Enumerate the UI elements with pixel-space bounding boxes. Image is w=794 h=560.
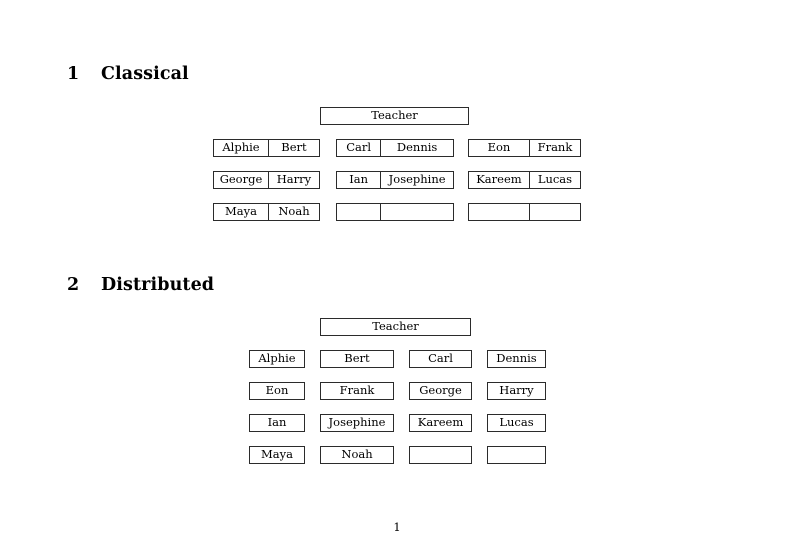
distributed-cell-box-empty [409,446,472,464]
student-cell: Harry [267,172,319,188]
student-cell: George [219,172,263,187]
distributed-cell-box: Lucas [487,414,546,432]
student-cell: Dennis [496,351,537,366]
student-cell: Alphie [222,140,260,155]
section-title: Distributed [101,275,215,295]
section-title: Classical [101,64,189,84]
classical-row: George Harry [213,171,320,189]
distributed-cell-box: Harry [487,382,546,400]
student-cell: Frank [528,140,580,156]
classical-row: Alphie Bert [213,139,320,157]
student-cell: Maya [261,447,293,462]
section-heading-distributed: 2 Distributed [67,275,214,295]
classical-teacher-label: Teacher [371,108,418,123]
classical-row: Carl Dennis [336,139,454,157]
student-cell: Harry [499,383,534,398]
classical-teacher-box: Teacher [320,107,469,125]
student-cell: Lucas [528,172,580,188]
classical-row: Kareem Lucas [468,171,581,189]
student-cell: Frank [339,383,375,398]
distributed-cell-box: Alphie [249,350,305,368]
section-heading-classical: 1 Classical [67,64,189,84]
section-number: 2 [67,275,80,295]
student-cell: Josephine [328,415,386,430]
student-cell: Bert [344,351,370,366]
student-cell-empty [488,447,545,463]
student-cell: Maya [224,204,257,219]
distributed-cell-box-empty [487,446,546,464]
classical-row: Ian Josephine [336,171,454,189]
student-cell-empty [528,204,580,220]
student-cell: Ian [349,172,369,187]
student-cell-empty [337,204,380,220]
distributed-cell-box: Frank [320,382,394,400]
student-cell: Dennis [380,140,453,156]
classical-row: Eon Frank [468,139,581,157]
distributed-cell-box: Josephine [320,414,394,432]
student-cell: Eon [487,140,511,155]
distributed-cell-box: Bert [320,350,394,368]
distributed-cell-box: Carl [409,350,472,368]
distributed-cell-box: George [409,382,472,400]
section-number: 1 [67,64,80,84]
student-cell: Lucas [499,415,534,430]
student-cell: Noah [267,204,319,220]
distributed-cell-box: Eon [249,382,305,400]
student-cell: Bert [267,140,319,156]
distributed-teacher-label: Teacher [372,319,419,334]
classical-row-empty [468,203,581,221]
student-cell: Noah [341,447,373,462]
student-cell: Kareem [417,415,464,430]
student-cell: Kareem [476,172,522,187]
distributed-cell-box: Kareem [409,414,472,432]
distributed-teacher-box: Teacher [320,318,471,336]
student-cell: Alphie [258,351,296,366]
distributed-cell-box: Noah [320,446,394,464]
student-cell: George [419,383,462,398]
student-cell-empty [380,204,453,220]
classical-row: Maya Noah [213,203,320,221]
distributed-cell-box: Maya [249,446,305,464]
student-cell: Carl [428,351,453,366]
distributed-cell-box: Dennis [487,350,546,368]
classical-row-empty [336,203,454,221]
student-cell: Josephine [380,172,453,188]
student-cell: Carl [346,140,372,155]
student-cell-empty [410,447,471,463]
student-cell-empty [469,204,529,220]
page-number: 1 [393,520,401,534]
student-cell: Eon [265,383,289,398]
distributed-cell-box: Ian [249,414,305,432]
student-cell: Ian [267,415,287,430]
